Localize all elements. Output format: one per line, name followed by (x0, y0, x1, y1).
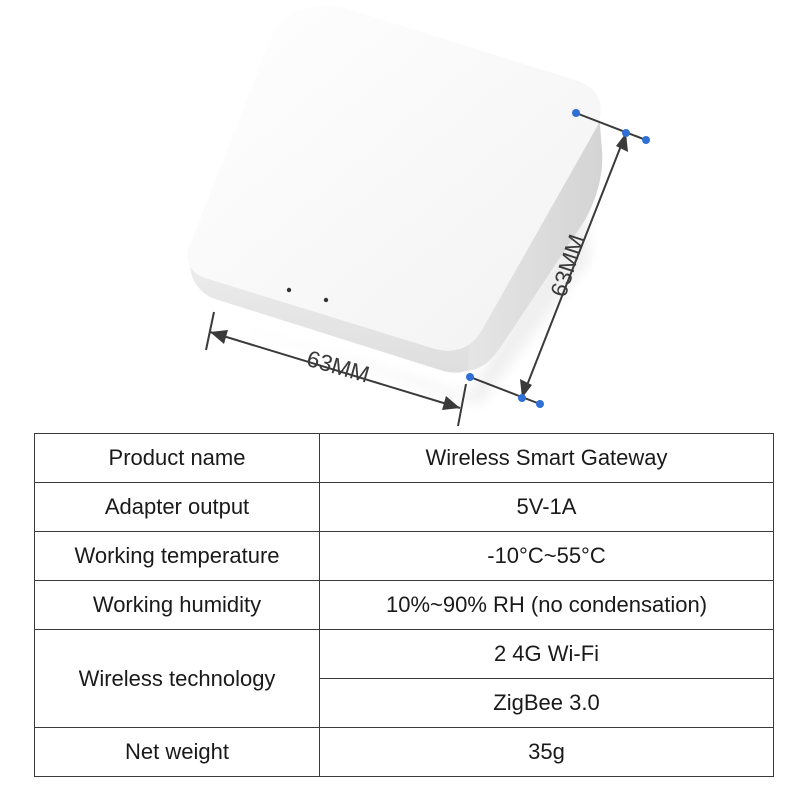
width-dimension (205, 311, 467, 427)
endpoint-dot (642, 136, 650, 144)
spec-label: Adapter output (34, 482, 320, 532)
spec-value: 2 4G Wi-Fi (319, 629, 774, 679)
spec-label: Product name (34, 433, 320, 483)
spec-label: Wireless technology (34, 629, 320, 728)
depth-dimension (469, 112, 647, 405)
gateway-device (187, 5, 603, 373)
indicator-dot-right (323, 297, 329, 303)
table-row: Working temperature -10°C~55°C (34, 531, 774, 581)
table-row: Net weight 35g (34, 727, 774, 777)
endpoint-dot (622, 129, 630, 137)
endpoint-dot (518, 394, 526, 402)
device-top-face (187, 5, 601, 351)
width-dimension-label: 63MM (304, 345, 373, 388)
spec-label: Working humidity (34, 580, 320, 630)
table-row: Working humidity 10%~90% RH (no condensa… (34, 580, 774, 630)
spec-label: Working temperature (34, 531, 320, 581)
spec-table: Product name Wireless Smart Gateway Adap… (34, 433, 774, 777)
indicator-dot-left (286, 287, 292, 293)
spec-label: Net weight (34, 727, 320, 777)
endpoint-dot (466, 373, 474, 381)
spec-value: 5V-1A (319, 482, 774, 532)
table-row: Adapter output 5V-1A (34, 482, 774, 532)
product-figure: 63MM 63MM (187, 5, 650, 427)
table-row: Product name Wireless Smart Gateway (34, 433, 774, 483)
spec-value: ZigBee 3.0 (319, 678, 774, 728)
table-row: ZigBee 3.0 (35, 678, 774, 728)
spec-value: -10°C~55°C (319, 531, 774, 581)
endpoint-dot (536, 400, 544, 408)
table-row: Wireless technology 2 4G Wi-Fi (34, 629, 774, 728)
dimension-endpoints (466, 109, 650, 408)
spec-value: Wireless Smart Gateway (319, 433, 774, 483)
spec-value: 10%~90% RH (no condensation) (319, 580, 774, 630)
endpoint-dot (572, 109, 580, 117)
spec-value: 35g (319, 727, 774, 777)
